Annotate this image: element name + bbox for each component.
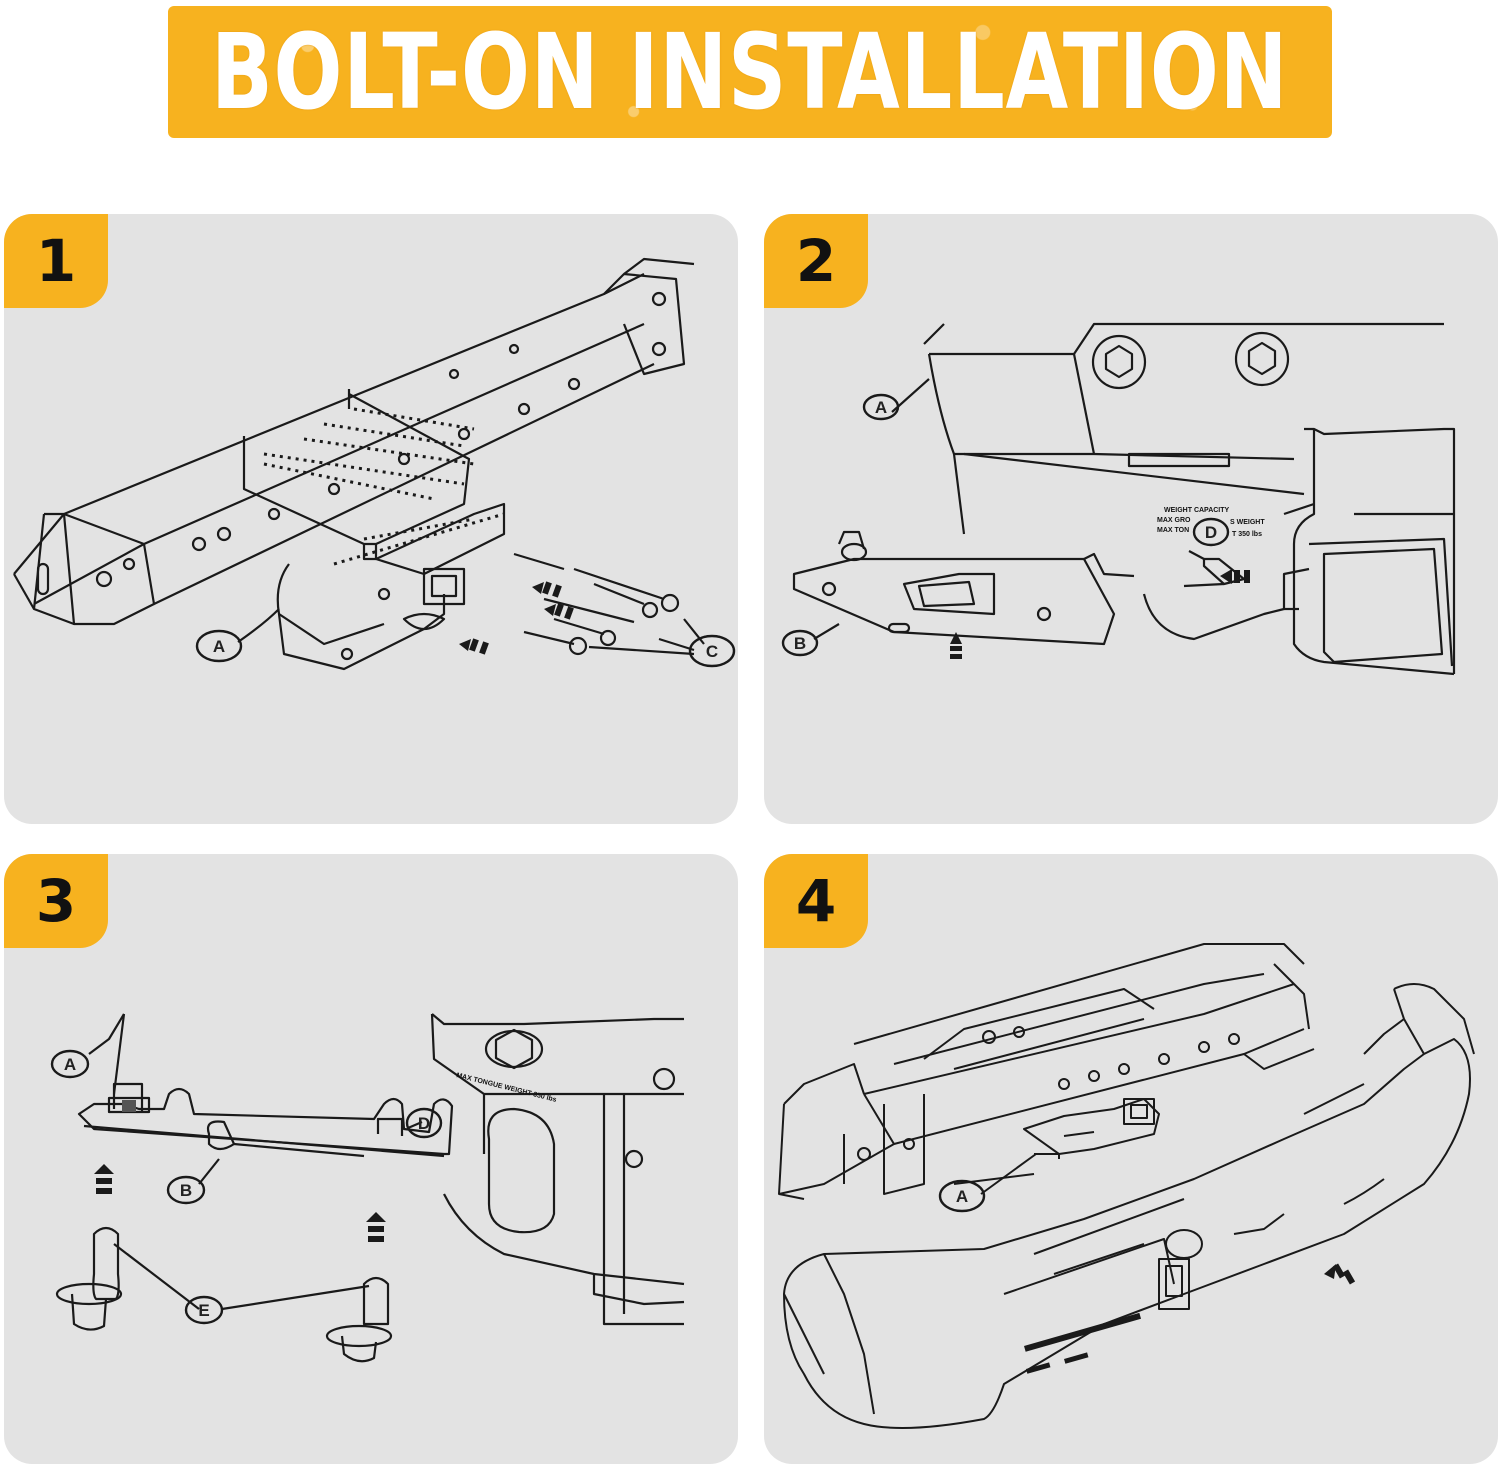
step-3-panel: 3: [4, 854, 738, 1464]
step-2-print-3: MAX TON: [1157, 527, 1189, 534]
step-2-label-a: A: [875, 398, 887, 417]
step-4-panel: 4: [764, 854, 1498, 1464]
step-2-panel: 2: [764, 214, 1498, 824]
step-4-diagram: A: [778, 943, 1475, 1429]
step-2-print-1: WEIGHT CAPACITY: [1164, 507, 1230, 514]
title-banner: BOLT-ON INSTALLATION: [168, 6, 1332, 138]
step-4-label-a: A: [956, 1187, 968, 1206]
step-1-label-a: A: [213, 637, 225, 656]
step-2-diagram: WEIGHT CAPACITY MAX GRO MAX TON S WEIGHT…: [781, 322, 1456, 676]
step-4-badge: 4: [764, 854, 868, 948]
page-title: BOLT-ON INSTALLATION: [211, 11, 1289, 133]
step-1-badge: 1: [4, 214, 108, 308]
step-3-print-1: MAX TONGUE WEIGHT 350 lbs: [456, 1072, 558, 1104]
step-3-label-b: B: [180, 1181, 192, 1200]
step-2-label-d: D: [1205, 523, 1217, 542]
step-2-badge: 2: [764, 214, 868, 308]
step-2-print-5: T 350 lbs: [1232, 531, 1262, 538]
step-3-badge: 3: [4, 854, 108, 948]
step-2-print-4: S WEIGHT: [1230, 519, 1265, 526]
step-1-label-c: C: [706, 642, 718, 661]
step-3-diagram: MAX TONGUE WEIGHT 350 lbs A B D E: [50, 1013, 685, 1363]
step-3-label-a: A: [64, 1055, 76, 1074]
step-3-label-e: E: [198, 1301, 209, 1320]
step-2-label-b: B: [794, 634, 806, 653]
step-2-print-2: MAX GRO: [1157, 517, 1191, 524]
step-1-diagram: A C: [13, 257, 736, 671]
step-1-panel: 1: [4, 214, 738, 824]
step-3-label-d: D: [418, 1114, 430, 1133]
